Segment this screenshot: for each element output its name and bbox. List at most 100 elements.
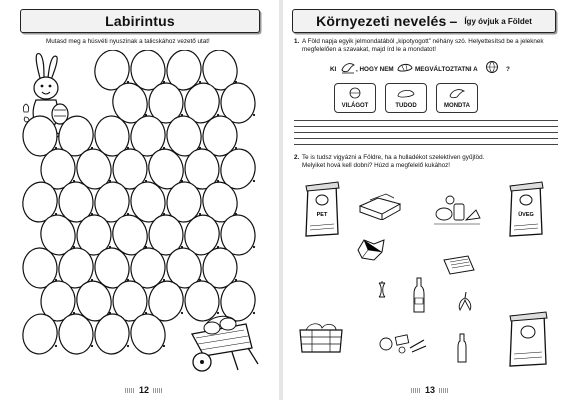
exercise1-number: 1. bbox=[294, 38, 300, 45]
word-box-vilagot: VILÁGOT bbox=[334, 83, 376, 113]
maze-egg[interactable] bbox=[181, 79, 224, 126]
maze-egg[interactable] bbox=[163, 245, 204, 291]
maze-connector-dot bbox=[162, 278, 166, 282]
maze-egg[interactable] bbox=[93, 115, 130, 158]
maze-egg[interactable] bbox=[73, 146, 114, 192]
maze-egg[interactable] bbox=[73, 278, 115, 325]
maze-connector-dot bbox=[234, 146, 238, 150]
maze-egg[interactable] bbox=[164, 114, 204, 159]
maze-connector-dot bbox=[180, 311, 184, 315]
maze-connector-dot bbox=[90, 344, 94, 348]
writing-line[interactable] bbox=[294, 138, 558, 139]
maze-egg[interactable] bbox=[219, 214, 256, 257]
maze-egg[interactable] bbox=[38, 212, 78, 257]
maze-egg[interactable] bbox=[181, 212, 223, 258]
maze-egg[interactable] bbox=[58, 181, 95, 223]
maze-egg[interactable] bbox=[165, 181, 202, 224]
small-bottle-icon bbox=[457, 333, 467, 363]
maze-egg[interactable] bbox=[202, 115, 239, 157]
maze-egg[interactable] bbox=[40, 280, 77, 322]
bird-icon bbox=[449, 89, 466, 99]
globe-icon bbox=[349, 87, 361, 99]
sentence-part-3: MEGVÁLTOZTATNI A bbox=[415, 66, 478, 73]
maze-egg[interactable] bbox=[91, 50, 132, 93]
maze-egg[interactable] bbox=[184, 280, 221, 322]
turtle-icon bbox=[397, 63, 413, 72]
maze-egg[interactable] bbox=[202, 247, 238, 289]
right-page-number: 13 bbox=[411, 385, 450, 395]
left-page-number: 12 bbox=[125, 385, 164, 395]
writing-line[interactable] bbox=[294, 120, 558, 121]
maze-connector-dot bbox=[108, 179, 112, 183]
page-gutter bbox=[279, 0, 283, 400]
exercise2-text-line1: Te is tudsz vigyázni a Földre, ha a hull… bbox=[302, 154, 485, 161]
left-title-box: Labirintus bbox=[20, 9, 260, 33]
maze-egg[interactable] bbox=[109, 211, 152, 258]
bird-icon bbox=[341, 63, 355, 74]
crumpled-paper-illustration bbox=[357, 239, 385, 261]
maze-egg[interactable] bbox=[128, 114, 167, 158]
maze-connector-dot bbox=[252, 245, 256, 249]
glass-bin-label: ÜVEG bbox=[518, 211, 534, 218]
sentence-part-2: , HOGY NEM bbox=[356, 66, 394, 73]
writing-line[interactable] bbox=[294, 132, 558, 133]
egg-maze bbox=[19, 50, 258, 357]
maze-egg[interactable] bbox=[129, 50, 167, 92]
maze-egg[interactable] bbox=[112, 280, 148, 322]
maze-egg[interactable] bbox=[76, 214, 112, 256]
maze-egg[interactable] bbox=[22, 115, 58, 157]
maze-egg[interactable] bbox=[19, 179, 61, 226]
maze-egg[interactable] bbox=[128, 180, 167, 224]
maze-egg[interactable] bbox=[217, 146, 258, 192]
maze-egg[interactable] bbox=[92, 180, 132, 225]
paper-bin-illustration bbox=[509, 311, 548, 367]
writing-line[interactable] bbox=[294, 144, 558, 145]
maze-egg[interactable] bbox=[57, 312, 95, 355]
maze-instruction: Mutasd meg a húsvéti nyuszinak a talicsk… bbox=[46, 38, 210, 45]
maze-connector-dot bbox=[72, 245, 76, 249]
maze-egg[interactable] bbox=[39, 147, 77, 190]
apple-core-icon bbox=[378, 281, 386, 298]
maze-egg[interactable] bbox=[200, 50, 240, 93]
word-box-mondta: MONDTA bbox=[436, 83, 478, 113]
maze-egg[interactable] bbox=[93, 246, 132, 290]
maze-egg[interactable] bbox=[148, 214, 184, 256]
maze-connector-dot bbox=[216, 311, 220, 315]
maze-egg[interactable] bbox=[128, 311, 168, 356]
maze-egg[interactable] bbox=[109, 80, 151, 126]
maze-egg[interactable] bbox=[148, 82, 184, 124]
maze-connector-dot bbox=[54, 344, 58, 348]
maze-egg[interactable] bbox=[220, 82, 256, 124]
maze-egg[interactable] bbox=[199, 179, 241, 225]
right-title-box: Környezeti nevelés – Így óvjuk a Földet bbox=[292, 9, 556, 33]
crate-illustration bbox=[299, 323, 343, 353]
pet-bin-label: PET bbox=[317, 212, 328, 218]
maze-egg[interactable] bbox=[19, 311, 60, 357]
maze-connector-dot bbox=[144, 113, 148, 117]
globe-icon bbox=[486, 61, 498, 73]
mixed-waste-illustration bbox=[434, 195, 481, 225]
exercise1-text-line2: megfelelően a szavakat, majd írd le a mo… bbox=[302, 46, 437, 53]
maze-egg[interactable] bbox=[129, 246, 167, 289]
writing-line[interactable] bbox=[294, 126, 558, 127]
maze-egg[interactable] bbox=[112, 148, 148, 190]
sentence-part-1: KI bbox=[330, 66, 337, 73]
wheelbarrow-illustration bbox=[191, 315, 259, 372]
maze-egg[interactable] bbox=[184, 148, 220, 190]
exercise1-text-line1: A Föld napja egyik jelmondatából „kipoty… bbox=[302, 38, 544, 45]
maze-connector-dot bbox=[252, 179, 256, 183]
maze-connector-dot bbox=[162, 344, 166, 348]
newspaper-illustration bbox=[443, 255, 475, 275]
maze-connector-dot bbox=[252, 113, 256, 117]
maze-egg[interactable] bbox=[55, 113, 97, 159]
maze-egg[interactable] bbox=[93, 312, 132, 356]
maze-connector-dot bbox=[198, 80, 202, 84]
maze-egg[interactable] bbox=[22, 247, 58, 289]
maze-egg[interactable] bbox=[145, 278, 187, 325]
exercise2-number: 2. bbox=[294, 154, 300, 161]
maze-egg[interactable] bbox=[56, 245, 96, 290]
maze-egg[interactable] bbox=[165, 50, 204, 92]
left-page: Labirintus Mutasd meg a húsvéti nyuszina… bbox=[0, 0, 278, 400]
turtle-icon bbox=[397, 90, 415, 98]
title-dash: – bbox=[449, 13, 458, 29]
